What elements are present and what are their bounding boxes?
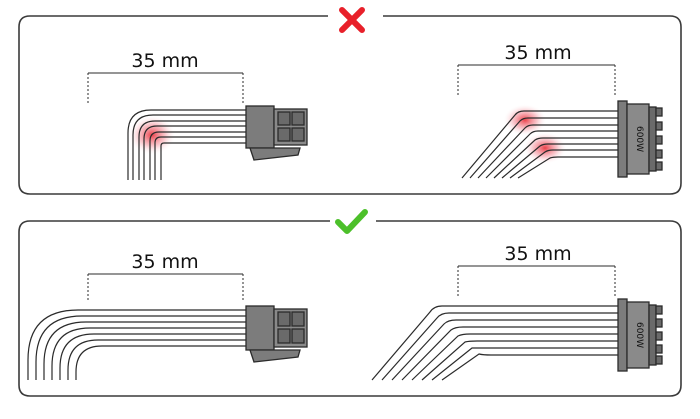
panel-correct: 35 mm — [18, 209, 682, 397]
gentle-bend-cable-left: 35 mm — [27, 251, 308, 380]
dimension-label-left: 35 mm — [131, 251, 198, 273]
dimension-label-right: 35 mm — [504, 42, 571, 64]
gentle-bend-cable-right: 35 mm 600W — [371, 243, 663, 381]
dimension-bracket-right — [457, 64, 616, 95]
tight-bend-cable-left: 35 mm — [87, 50, 308, 180]
wire-bundle — [461, 110, 620, 179]
dimension-label-left: 35 mm — [131, 50, 198, 72]
panel-wrong: 35 mm — [18, 7, 682, 195]
wire-bundle — [371, 305, 620, 381]
pcie-connector-left — [245, 105, 308, 161]
pcie-connector-right: 600W — [617, 298, 663, 372]
panel-border — [18, 220, 682, 397]
wire-bundle — [127, 109, 246, 180]
dimension-bracket-right — [457, 265, 616, 296]
dimension-bracket-left — [87, 273, 244, 302]
panel-border — [18, 15, 682, 195]
connector-wattage-label: 600W — [634, 322, 644, 348]
connector-wattage-label: 600W — [634, 126, 644, 152]
stress-hotspot — [523, 132, 567, 164]
dimension-label-right: 35 mm — [504, 243, 571, 265]
wire-bundle — [27, 309, 246, 380]
dimension-bracket-left — [87, 72, 244, 103]
red-cross-icon — [339, 7, 365, 33]
green-check-icon — [335, 209, 368, 234]
tight-bend-cable-right: 35 mm 600W — [457, 42, 663, 179]
pcie-connector-left — [245, 305, 308, 363]
pcie-connector-right: 600W — [617, 100, 663, 178]
